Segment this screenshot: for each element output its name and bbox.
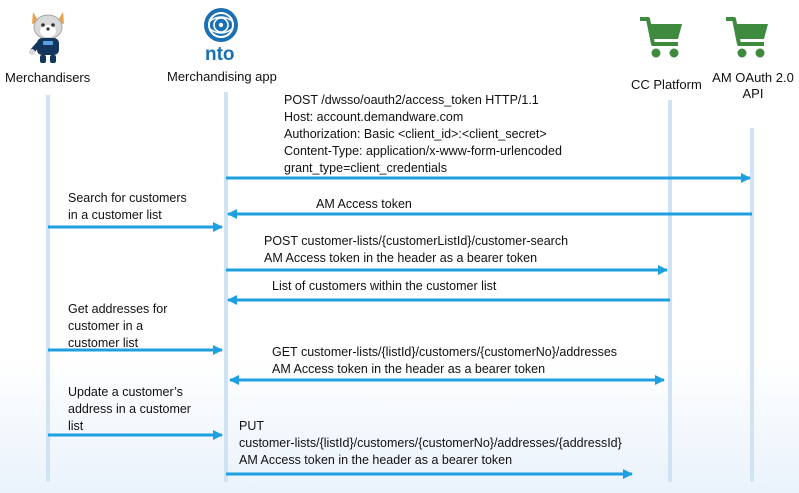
msg-line: customer list [68, 336, 139, 350]
actor-am-oauth-label: AM OAuth 2.0 API [712, 70, 794, 101]
msg-line: Update a customer’s [68, 385, 183, 399]
msg-put-request: PUT customer-lists/{listId}/customers/{c… [239, 418, 622, 469]
msg-line: AM Access token in the header as a beare… [239, 453, 513, 467]
msg-token-request: POST /dwsso/oauth2/access_token HTTP/1.1… [284, 92, 562, 177]
msg-line: Search for customers [68, 191, 187, 205]
msg-line: in a customer list [68, 208, 162, 222]
msg-line: grant_type=client_credentials [284, 161, 447, 175]
msg-search-customers: Search for customers in a customer list [68, 190, 187, 224]
msg-line: address in a customer [68, 402, 191, 416]
msg-line: GET customer-lists/{listId}/customers/{c… [272, 345, 618, 359]
msg-get-addresses-request: GET customer-lists/{listId}/customers/{c… [272, 344, 617, 378]
msg-line: Authorization: Basic <client_id>:<client… [284, 127, 547, 141]
mascot-icon [29, 12, 64, 63]
msg-line: POST customer-lists/{customerListId}/cus… [264, 234, 569, 248]
msg-line: AM Access token in the header as a beare… [272, 362, 546, 376]
msg-list-of-customers: List of customers within the customer li… [272, 279, 497, 293]
msg-line: customer-lists/{listId}/customers/{custo… [239, 436, 622, 450]
actor-merchandisers-label: Merchandisers [5, 70, 91, 85]
actor-merch-app-label: Merchandising app [167, 69, 277, 84]
msg-line: Content-Type: application/x-www-form-url… [284, 144, 562, 158]
msg-update-address: Update a customer’s address in a custome… [68, 384, 191, 435]
msg-line: POST /dwsso/oauth2/access_token HTTP/1.1 [284, 93, 539, 107]
msg-line: customer in a [68, 319, 144, 333]
msg-line: Get addresses for [68, 302, 168, 316]
msg-get-addresses: Get addresses for customer in a customer… [68, 301, 167, 352]
msg-customer-search-request: POST customer-lists/{customerListId}/cus… [264, 233, 568, 267]
msg-line: Host: account.demandware.com [284, 110, 464, 124]
msg-line: AM Access token in the header as a beare… [264, 251, 538, 265]
actor-cc-platform-label: CC Platform [631, 77, 702, 92]
nto-logo-text: nto [205, 44, 235, 65]
msg-am-access-token: AM Access token [316, 197, 412, 211]
shopping-cart-icon [726, 17, 768, 58]
nto-logo-icon [204, 8, 238, 42]
shopping-cart-icon [640, 17, 682, 58]
msg-line: list [68, 419, 84, 433]
msg-line: PUT [239, 419, 264, 433]
